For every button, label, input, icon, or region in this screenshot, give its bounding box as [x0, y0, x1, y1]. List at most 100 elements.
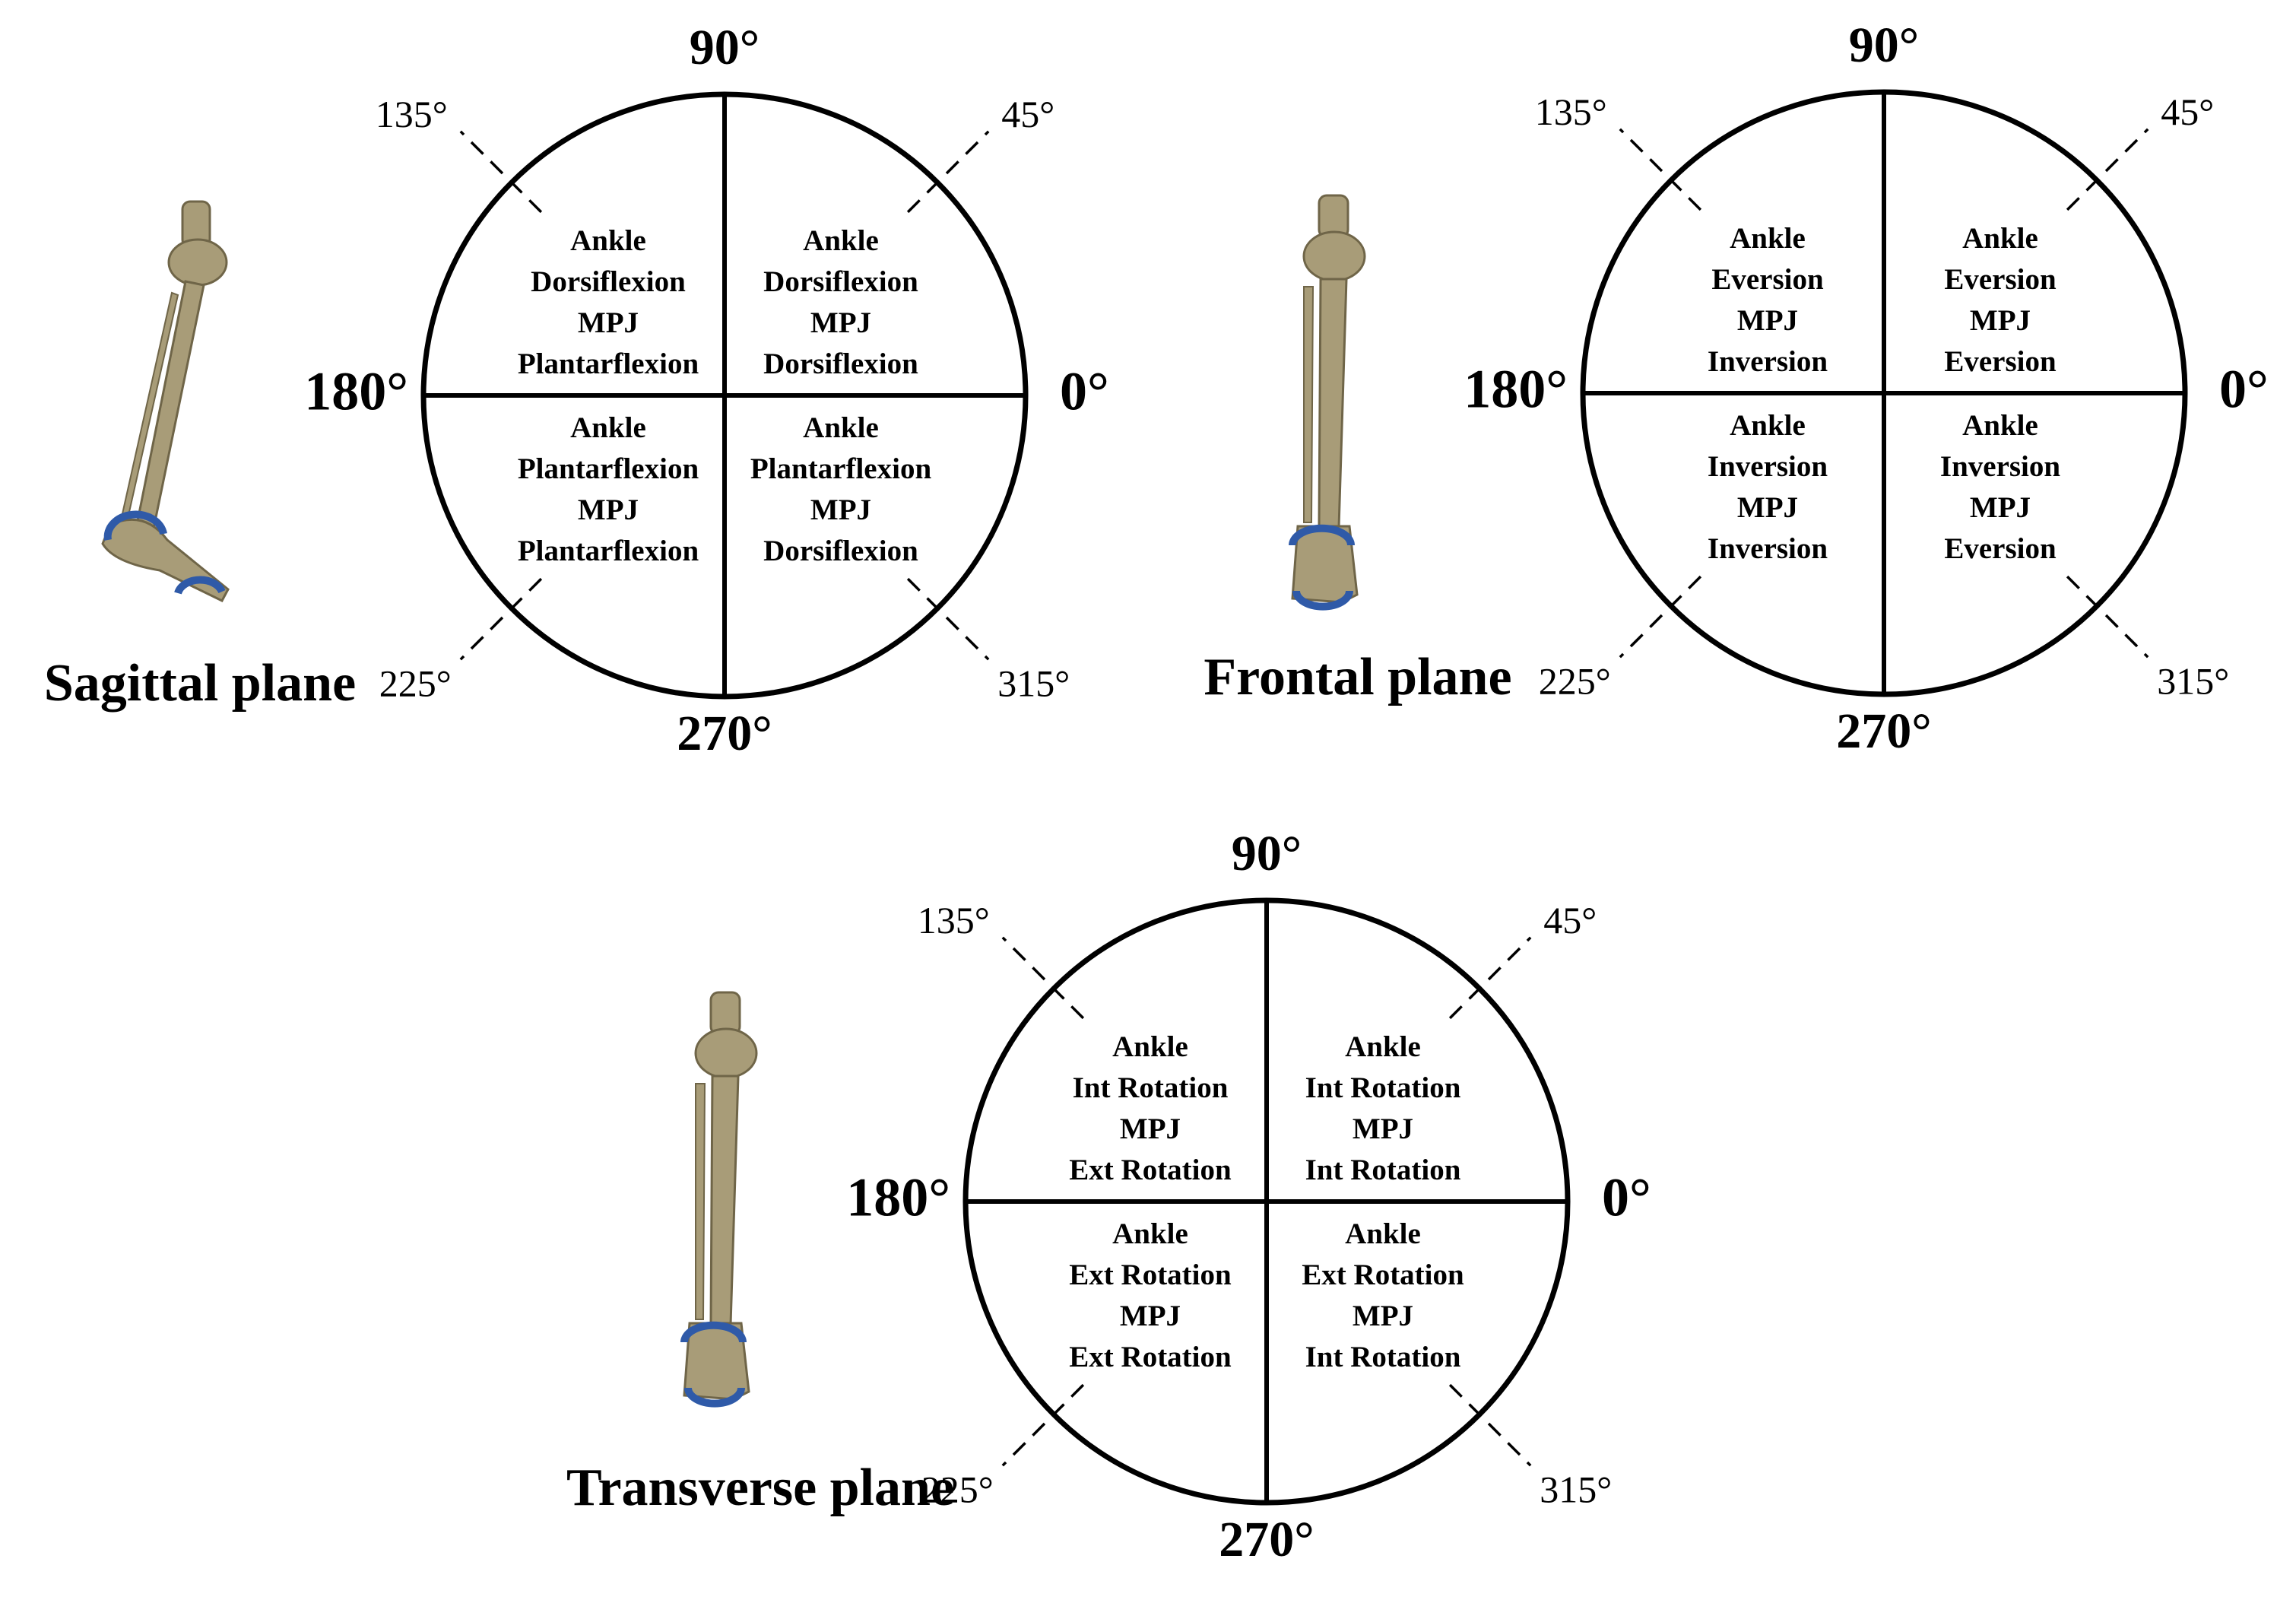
quadrant-ne-line-0: Ankle: [1962, 222, 2038, 255]
quadrant-sw-line-0: Ankle: [1730, 409, 1806, 442]
diagonal-nw-line: [1001, 936, 1085, 1020]
label-225-degrees: 225°: [379, 662, 452, 705]
quadrant-se-line-2: MPJ: [810, 494, 871, 526]
quadrant-ne-line-2: MPJ: [1970, 304, 2031, 337]
label-45-degrees: 45°: [1001, 93, 1054, 135]
quadrant-nw-line-2: MPJ: [1737, 304, 1798, 337]
quadrant-nw-line-0: Ankle: [1730, 222, 1806, 255]
quadrant-ne-line-3: Eversion: [1944, 345, 2057, 378]
label-315-degrees: 315°: [2157, 660, 2229, 703]
quadrant-nw-line-0: Ankle: [1112, 1030, 1188, 1063]
quadrant-ne-line-2: MPJ: [810, 306, 871, 339]
label-0-degrees: 0°: [1060, 361, 1109, 422]
label-225-degrees: 225°: [921, 1468, 994, 1511]
quadrant-nw-line-3: Inversion: [1708, 345, 1828, 378]
quadrant-se-line-3: Eversion: [1944, 532, 2057, 565]
quadrant-ne-line-1: Int Rotation: [1305, 1071, 1461, 1104]
label-45-degrees: 45°: [2161, 90, 2214, 133]
frontal-plane-label: Frontal plane: [1203, 648, 1511, 706]
label-90-degrees: 90°: [1232, 826, 1302, 881]
quadrant-se-line-2: MPJ: [1970, 491, 2031, 524]
knee-joint: [694, 1027, 758, 1079]
quadrant-sw-line-0: Ankle: [570, 411, 646, 444]
quadrant-se-line-1: Ext Rotation: [1302, 1259, 1464, 1291]
label-270-degrees: 270°: [1836, 703, 1931, 759]
label-180-degrees: 180°: [1464, 359, 1568, 420]
sagittal-plane-label: Sagittal plane: [44, 654, 356, 713]
label-135-degrees: 135°: [376, 93, 448, 135]
quadrant-ne-line-3: Int Rotation: [1305, 1154, 1461, 1186]
diagonal-ne-line: [2066, 128, 2149, 211]
tibia-bone: [709, 1075, 740, 1326]
sagittal-plane-panel: 90°270°180°0°45°135°225°315°AnkleDorsifl…: [44, 20, 1109, 761]
quadrant-ne-line-0: Ankle: [803, 224, 879, 257]
quadrant-sw-line-1: Plantarflexion: [518, 452, 699, 485]
diagonal-sw-line: [1001, 1383, 1085, 1467]
quadrant-se-line-1: Plantarflexion: [750, 452, 932, 485]
quadrant-ne-line-0: Ankle: [1345, 1030, 1421, 1063]
quadrant-sw-line-2: MPJ: [1737, 491, 1798, 524]
diagonal-sw-line: [459, 577, 543, 661]
fibula-bone: [695, 1083, 706, 1320]
quadrant-ne-line-2: MPJ: [1353, 1113, 1413, 1145]
quadrant-ne-line-1: Eversion: [1944, 263, 2057, 296]
diagonal-nw-line: [459, 130, 543, 214]
quadrant-sw-line-3: Plantarflexion: [518, 535, 699, 567]
quadrant-nw-line-1: Int Rotation: [1073, 1071, 1229, 1104]
diagonal-se-line: [906, 577, 990, 661]
quadrant-se-line-2: MPJ: [1353, 1300, 1413, 1332]
fibula-bone: [1303, 286, 1314, 523]
quadrant-nw-line-2: MPJ: [578, 306, 639, 339]
diagonal-sw-line: [1619, 575, 1702, 659]
label-0-degrees: 0°: [1602, 1167, 1651, 1228]
quadrant-nw-line-1: Eversion: [1711, 263, 1824, 296]
label-135-degrees: 135°: [1535, 90, 1607, 133]
ankle-rotation-arrow-icon: [103, 510, 167, 541]
label-225-degrees: 225°: [1539, 660, 1611, 703]
label-270-degrees: 270°: [677, 706, 772, 761]
quadrant-sw-line-3: Inversion: [1708, 532, 1828, 565]
label-90-degrees: 90°: [690, 20, 760, 75]
label-45-degrees: 45°: [1543, 899, 1597, 941]
knee-joint: [1302, 230, 1366, 282]
diagonal-ne-line: [1448, 936, 1532, 1020]
transverse-plane-label: Transverse plane: [566, 1459, 954, 1517]
quadrant-sw-line-1: Inversion: [1708, 450, 1828, 483]
quadrant-nw-line-3: Ext Rotation: [1069, 1154, 1232, 1186]
ankle-rotation-arrow-icon: [680, 1321, 747, 1343]
quadrant-sw-line-1: Ext Rotation: [1069, 1259, 1232, 1291]
quadrant-sw-line-2: MPJ: [1120, 1300, 1181, 1332]
label-0-degrees: 0°: [2219, 359, 2269, 420]
quadrant-se-line-0: Ankle: [1962, 409, 2038, 442]
quadrant-sw-line-2: MPJ: [578, 494, 639, 526]
quadrant-nw-line-0: Ankle: [570, 224, 646, 257]
knee-joint: [167, 238, 228, 287]
tibia-bone: [1318, 278, 1348, 529]
diagonal-nw-line: [1619, 128, 1702, 211]
label-135-degrees: 135°: [918, 899, 990, 941]
frontal-plane-panel: 90°270°180°0°45°135°225°315°AnkleEversio…: [1203, 17, 2268, 759]
quadrant-nw-line-1: Dorsiflexion: [531, 265, 686, 298]
mpj-rotation-arrow-icon: [174, 576, 226, 595]
label-315-degrees: 315°: [997, 662, 1070, 705]
diagonal-ne-line: [906, 130, 990, 214]
diagonal-se-line: [1448, 1383, 1532, 1467]
quadrant-ne-line-3: Dorsiflexion: [763, 348, 918, 380]
mpj-rotation-arrow-icon: [684, 1387, 745, 1408]
mpj-rotation-arrow-icon: [1292, 590, 1353, 611]
quadrant-nw-line-2: MPJ: [1120, 1113, 1181, 1145]
label-270-degrees: 270°: [1219, 1512, 1314, 1567]
quadrant-sw-line-3: Ext Rotation: [1069, 1341, 1232, 1373]
quadrant-se-line-3: Int Rotation: [1305, 1341, 1461, 1373]
quadrant-sw-line-0: Ankle: [1112, 1217, 1188, 1250]
quadrant-se-line-0: Ankle: [803, 411, 879, 444]
diagonal-se-line: [2066, 575, 2149, 659]
label-180-degrees: 180°: [846, 1167, 950, 1228]
ankle-rotation-arrow-icon: [1289, 524, 1355, 546]
label-90-degrees: 90°: [1849, 17, 1919, 73]
quadrant-se-line-1: Inversion: [1940, 450, 2061, 483]
quadrant-se-line-0: Ankle: [1345, 1217, 1421, 1250]
label-315-degrees: 315°: [1540, 1468, 1612, 1511]
